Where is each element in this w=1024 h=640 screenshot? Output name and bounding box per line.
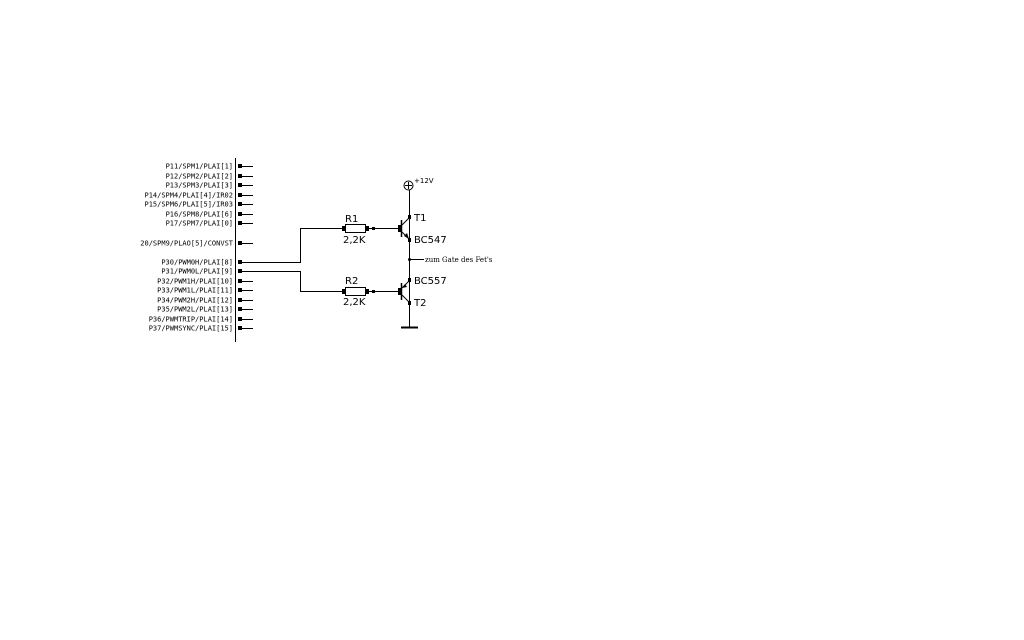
r2-ref-label: R2: [345, 276, 358, 287]
resistor-r1[interactable]: R1 2,2K: [342, 214, 399, 246]
ic-pin[interactable]: P33/PWM1L/PLAI[11]: [157, 287, 253, 295]
ic-pin-label: P35/PWM2L/PLAI[13]: [157, 306, 233, 314]
ic-pin[interactable]: P12/SPM2/PLAI[2]: [166, 173, 253, 181]
t1-part-label: BC547: [414, 235, 447, 246]
ic-pin[interactable]: P30/PWM0H/PLAI[8]: [161, 259, 253, 267]
ic-pin[interactable]: P31/PWM0L/PLAI[9]: [161, 268, 253, 276]
output-net-label: zum Gate des Fet's: [425, 256, 493, 264]
r2-value-label: 2,2K: [343, 297, 366, 308]
ic-pin-group: P11/SPM1/PLAI[1] P12/SPM2/PLAI[2]P13/SPM3…: [140, 163, 253, 333]
power-12v-label: +12V: [414, 177, 434, 185]
ic-pin-label: P31/PWM0L/PLAI[9]: [161, 268, 233, 276]
wire-p31-to-r2: [253, 271, 344, 292]
ic-pin-label: P15/SPM6/PLAI[5]/IR03: [144, 201, 233, 209]
ic-pin[interactable]: P14/SPM4/PLAI[4]/IR02: [144, 192, 253, 200]
ic-pin-label: P37/PWMSYNC/PLAI[15]: [149, 325, 233, 333]
ic-pin-label: P36/PWMTRIP/PLAI[14]: [149, 316, 233, 324]
ic-pin-label: P14/SPM4/PLAI[4]/IR02: [144, 192, 233, 200]
ic-pin[interactable]: P11/SPM1/PLAI[1]: [166, 163, 253, 171]
output-net: zum Gate des Fet's: [408, 256, 493, 264]
resistor-r2[interactable]: R2 2,2K: [342, 276, 399, 308]
ic-pin[interactable]: P15/SPM6/PLAI[5]/IR03: [144, 201, 253, 209]
t2-part-label: BC557: [414, 276, 447, 287]
ic-pin[interactable]: P37/PWMSYNC/PLAI[15]: [149, 325, 253, 333]
ic-pin-label: 20/SPM9/PLAO[5]/CONVST: [140, 240, 234, 248]
ic-pin-label: P11/SPM1/PLAI[1]: [166, 163, 233, 171]
ic-pin[interactable]: P16/SPM8/PLAI[6]: [166, 211, 253, 219]
power-12v-symbol: +12V: [403, 177, 434, 191]
ic-pin-label: P16/SPM8/PLAI[6]: [166, 211, 233, 219]
ic-pin[interactable]: P34/PWM2H/PLAI[12]: [157, 297, 253, 305]
transistor-t1[interactable]: T1 BC547: [398, 213, 447, 246]
ic-pin-label: P32/PWM1H/PLAI[10]: [157, 278, 233, 286]
ic-pin-label: P13/SPM3/PLAI[3]: [166, 182, 233, 190]
ic-pin-label: P17/SPM7/PLAI[0]: [166, 220, 233, 228]
ic-pin-label: P30/PWM0H/PLAI[8]: [161, 259, 233, 267]
ic-pin[interactable]: P35/PWM2L/PLAI[13]: [157, 306, 253, 314]
ic-pin-label: P34/PWM2H/PLAI[12]: [157, 297, 233, 305]
ic-pin-label: P12/SPM2/PLAI[2]: [166, 173, 233, 181]
r1-ref-label: R1: [345, 214, 358, 225]
t1-ref-label: T1: [413, 213, 426, 224]
ic-pin[interactable]: P32/PWM1H/PLAI[10]: [157, 278, 253, 286]
wire-p30-to-r1: [253, 228, 344, 263]
transistor-t2[interactable]: BC557 T2: [398, 276, 447, 309]
ic-pin-label: P33/PWM1L/PLAI[11]: [157, 287, 233, 295]
ic-pin[interactable]: P13/SPM3/PLAI[3]: [166, 182, 253, 190]
r1-value-label: 2,2K: [343, 235, 366, 246]
ic-pin[interactable]: P36/PWMTRIP/PLAI[14]: [149, 316, 253, 324]
ic-pin[interactable]: P17/SPM7/PLAI[0]: [166, 220, 253, 228]
ic-pin[interactable]: 20/SPM9/PLAO[5]/CONVST: [140, 240, 253, 248]
t2-ref-label: T2: [413, 298, 426, 309]
